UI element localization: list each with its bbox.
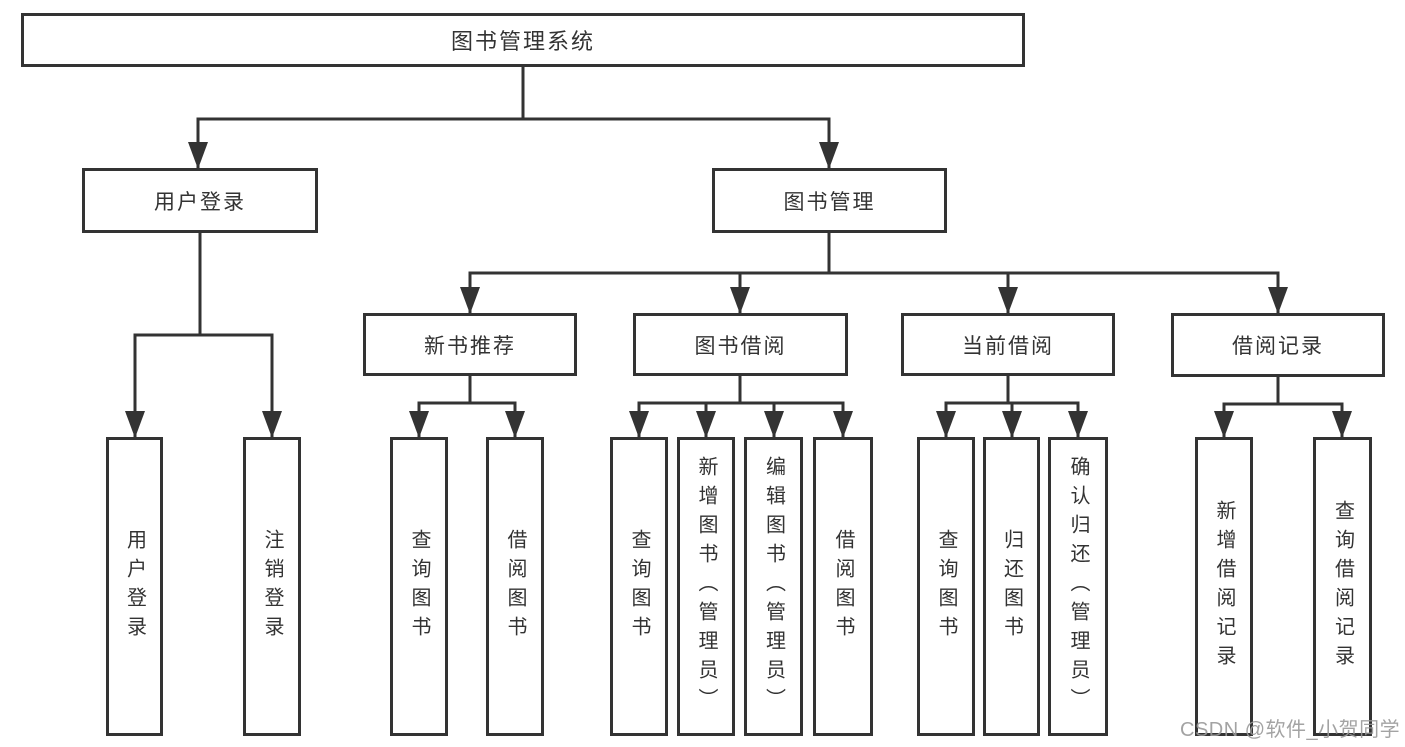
connector-root-to-level2 xyxy=(188,67,839,169)
connector-user-login-branch xyxy=(125,233,282,438)
leaf-borrow-add-books-admin: 新增图书（管理员） xyxy=(677,437,735,736)
leaf-user-login: 用户登录 xyxy=(106,437,163,736)
leaf-borrow-edit-books-admin: 编辑图书（管理员） xyxy=(744,437,803,736)
leaf-current-query-books: 查询图书 xyxy=(917,437,975,736)
node-root-library-system: 图书管理系统 xyxy=(21,13,1025,67)
node-user-login: 用户登录 xyxy=(82,168,318,233)
connector-borrow-records-branch xyxy=(1214,377,1352,438)
csdn-watermark: CSDN @软件_小贺同学 xyxy=(1180,719,1401,741)
node-borrow-records: 借阅记录 xyxy=(1171,313,1385,377)
leaf-borrow-borrow-books: 借阅图书 xyxy=(813,437,873,736)
node-new-book-recommend: 新书推荐 xyxy=(363,313,577,376)
connector-book-borrow-branch xyxy=(629,376,853,438)
leaf-current-return-books: 归还图书 xyxy=(983,437,1040,736)
leaf-newbook-borrow-books: 借阅图书 xyxy=(486,437,544,736)
node-book-management: 图书管理 xyxy=(712,168,947,233)
connector-current-borrow-branch xyxy=(936,376,1088,438)
leaf-borrow-query-books: 查询图书 xyxy=(610,437,668,736)
node-book-borrow: 图书借阅 xyxy=(633,313,848,376)
leaf-newbook-query-books: 查询图书 xyxy=(390,437,448,736)
leaf-records-add-borrow-record: 新增借阅记录 xyxy=(1195,437,1253,736)
leaf-records-query-borrow-record: 查询借阅记录 xyxy=(1313,437,1372,736)
leaf-logout: 注销登录 xyxy=(243,437,301,736)
connector-new-book-branch xyxy=(409,376,525,438)
connector-book-mgmt-branch xyxy=(460,233,1288,314)
node-current-borrow: 当前借阅 xyxy=(901,313,1115,376)
leaf-current-confirm-return-admin: 确认归还（管理员） xyxy=(1048,437,1108,736)
